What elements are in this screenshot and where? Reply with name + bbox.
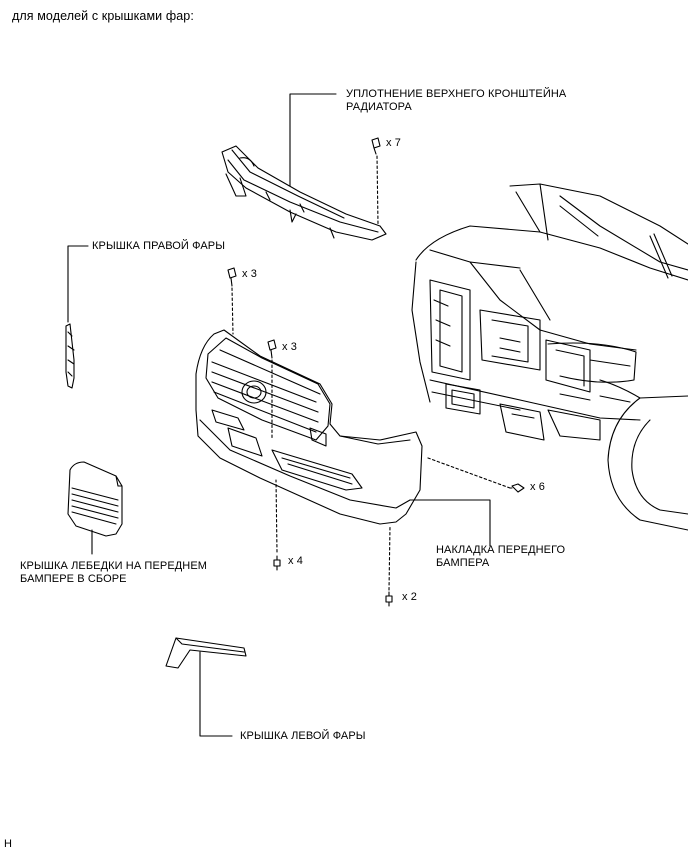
label-radiator-seal-line2: РАДИАТОРА xyxy=(346,101,412,113)
label-bumper-cover-line1: НАКЛАДКА ПЕРЕДНЕГО xyxy=(436,544,566,556)
bumper-top-clip-b-icon xyxy=(267,339,277,359)
label-winch-cover-line1: КРЫШКА ЛЕБЕДКИ НА ПЕРЕДНЕМ xyxy=(20,560,208,572)
page-caption: для моделей с крышками фар: xyxy=(12,9,194,23)
seal-clip-icon xyxy=(371,137,381,155)
front-bumper-part xyxy=(195,329,423,525)
radiator-upper-support-seal xyxy=(221,145,387,241)
qty-bumper-bottom-bolts: x 4 xyxy=(288,555,303,567)
bumper-top-clip-a-dashed xyxy=(231,287,234,335)
qty-seal-clips: x 7 xyxy=(386,137,401,149)
bumper-lower-bolt-icon xyxy=(385,591,393,607)
right-headlight-cover-part xyxy=(65,323,75,389)
label-radiator-seal-line1: УПЛОТНЕНИЕ ВЕРХНЕГО КРОНШТЕЙНА xyxy=(346,88,567,100)
seal-clip-dashed-line xyxy=(376,155,379,225)
bumper-bottom-bolt-icon xyxy=(273,555,281,571)
qty-bumper-top-clips-a: x 3 xyxy=(242,268,257,280)
bumper-lower-bolt-dashed xyxy=(388,525,391,591)
figure-code: H xyxy=(4,838,13,850)
bumper-top-clip-a-icon xyxy=(227,267,237,287)
label-winch-cover-line2: БАМПЕРЕ В СБОРЕ xyxy=(20,573,127,585)
left-headlight-cover-leader xyxy=(199,651,233,737)
bumper-bottom-bolt-dashed xyxy=(275,479,278,553)
right-headlight-cover-leader xyxy=(67,245,89,323)
bumper-cover-leader xyxy=(409,499,491,547)
label-bumper-cover-line2: БАМПЕРА xyxy=(436,557,490,569)
bumper-side-screw-dashed xyxy=(427,457,511,489)
qty-bumper-lower-bolts: x 2 xyxy=(402,591,417,603)
winch-cover-part xyxy=(67,461,123,537)
qty-bumper-top-clips-b: x 3 xyxy=(282,341,297,353)
bumper-side-screw-icon xyxy=(509,483,525,493)
label-right-headlight-cover: КРЫШКА ПРАВОЙ ФАРЫ xyxy=(92,240,226,252)
label-left-headlight-cover: КРЫШКА ЛЕВОЙ ФАРЫ xyxy=(240,730,366,742)
seal-leader-line xyxy=(289,93,337,187)
vehicle-front-outline xyxy=(411,183,688,531)
qty-bumper-side-screws: x 6 xyxy=(530,481,545,493)
left-headlight-cover-part xyxy=(165,637,247,669)
